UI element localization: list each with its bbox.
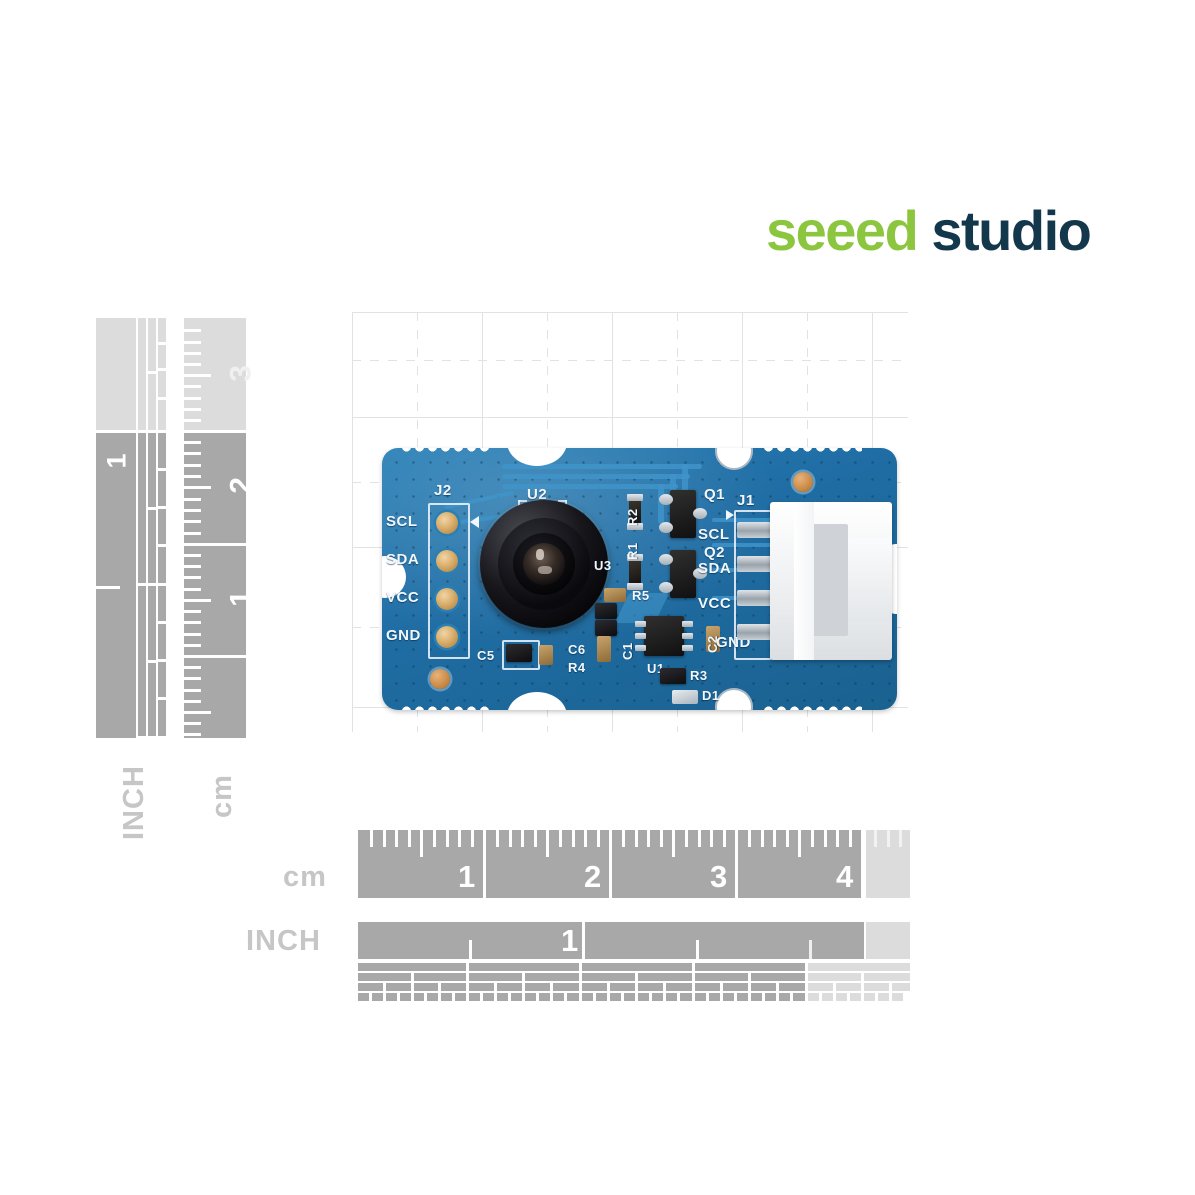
component-r3: [660, 668, 686, 684]
copper-pad-bottom-left: [430, 669, 450, 689]
j2-pin-hole-scl: [436, 512, 458, 534]
mounting-hole-top-right: [715, 448, 753, 470]
silk-j1-pin-scl: SCL: [698, 526, 730, 543]
horizontal-cm-ruler: 1 2 3 4: [358, 830, 910, 898]
c5-outline: [502, 640, 540, 670]
inch-subdivision-row-sixteenth: [358, 993, 910, 1001]
silk-u3: U3: [594, 558, 612, 573]
silk-j1-pin-vcc: VCC: [698, 595, 732, 612]
component-c5: [506, 644, 532, 662]
component-u1: [644, 616, 684, 656]
hruler-cm-mark-4: 4: [836, 859, 854, 894]
silk-r5: R5: [632, 588, 650, 603]
silk-j2-pin-sda: SDA: [386, 551, 420, 568]
castellated-edge-top-right: [762, 448, 862, 456]
vertical-cm-ruler: 3 2 1: [184, 318, 258, 738]
silk-j2-pin-gnd: GND: [386, 627, 421, 644]
hruler-inch-mark-1: 1: [561, 923, 579, 958]
component-r2: [629, 500, 641, 524]
component-r1: [629, 560, 641, 584]
horizontal-inch-ruler-label: INCH: [246, 925, 321, 957]
camera-lens-element: [523, 543, 565, 585]
j2-pin1-arrow-icon: [470, 516, 479, 528]
inch-subdivision-row-half: [358, 963, 910, 971]
j2-header-outline: [428, 503, 470, 659]
component-near-c5: [539, 645, 553, 665]
hruler-cm-mark-1: 1: [458, 859, 476, 894]
horizontal-inch-ruler: 1: [358, 922, 910, 1001]
horizontal-cm-ruler-label: cm: [283, 861, 327, 893]
j2-pin-hole-sda: [436, 550, 458, 572]
logo-text-seeed: seeed: [766, 199, 919, 262]
component-q1: [670, 490, 696, 538]
silk-u2-designator: U2: [527, 486, 548, 503]
castellated-edge-top-left: [400, 448, 490, 456]
grove-pin-1: [737, 522, 771, 538]
silk-j2-designator: J2: [434, 482, 452, 499]
grove-connector-keying-rib: [794, 502, 814, 660]
grove-pin-2: [737, 556, 771, 572]
logo-text-studio: studio: [931, 199, 1091, 262]
mounting-hole-bottom-right: [715, 688, 753, 710]
hruler-cm-mark-3: 3: [710, 859, 728, 894]
grove-pin-3: [737, 590, 771, 606]
component-small-2: [595, 620, 617, 636]
silk-j1-designator: J1: [737, 492, 755, 509]
silk-c6: C6: [568, 642, 586, 657]
silk-q2: Q2: [704, 544, 726, 561]
inch-subdivision-row-eighth: [358, 983, 910, 991]
lens-specular-highlight-2: [538, 566, 552, 574]
silk-q1: Q1: [704, 486, 726, 503]
hruler-cm-mark-2: 2: [584, 859, 602, 894]
component-q2: [670, 550, 696, 598]
castellated-edge-bottom-left: [400, 702, 490, 710]
silk-r2: R2: [625, 508, 640, 526]
silk-u1: U1: [647, 661, 665, 676]
j2-pin-hole-vcc: [436, 588, 458, 610]
castellated-edge-bottom-right: [762, 702, 862, 710]
pcb-substrate: J2 SCL SDA VCC GND U2: [382, 448, 897, 710]
j1-pin1-arrow-icon: [726, 510, 734, 520]
component-small-1: [595, 603, 617, 619]
silk-j2-pin-scl: SCL: [386, 513, 418, 530]
silk-r3: R3: [690, 668, 708, 683]
board-photo: J2 SCL SDA VCC GND U2: [352, 312, 908, 732]
lens-specular-highlight: [536, 549, 544, 560]
seeed-studio-logo: seeed studio: [766, 203, 1092, 259]
bottom-edge-notch: [507, 692, 567, 710]
silk-j2-pin-vcc: VCC: [386, 589, 420, 606]
component-u3-part: [604, 588, 626, 602]
silk-r1: R1: [625, 542, 640, 560]
silk-c1: C1: [620, 642, 635, 660]
silk-d1: D1: [702, 688, 720, 703]
grove-vision-camera-board: J2 SCL SDA VCC GND U2: [382, 448, 897, 716]
vertical-inch-ruler: 1: [94, 318, 168, 738]
grove-connector-slot: [812, 524, 848, 636]
component-c2: [706, 626, 720, 652]
grove-pin-4: [737, 624, 771, 640]
component-c1: [597, 636, 611, 662]
j2-pin-hole-gnd: [436, 626, 458, 648]
component-d1-led: [672, 690, 698, 704]
grove-connector-latch: [848, 538, 892, 622]
vertical-rulers: 1: [0, 0, 300, 1195]
silk-j1-pin-sda: SDA: [698, 560, 732, 577]
top-edge-notch: [507, 448, 567, 466]
silk-c5: C5: [477, 648, 495, 663]
silk-r4: R4: [568, 660, 586, 675]
inch-subdivision-row-quarter: [358, 973, 910, 981]
copper-pad-top-right: [793, 472, 813, 492]
